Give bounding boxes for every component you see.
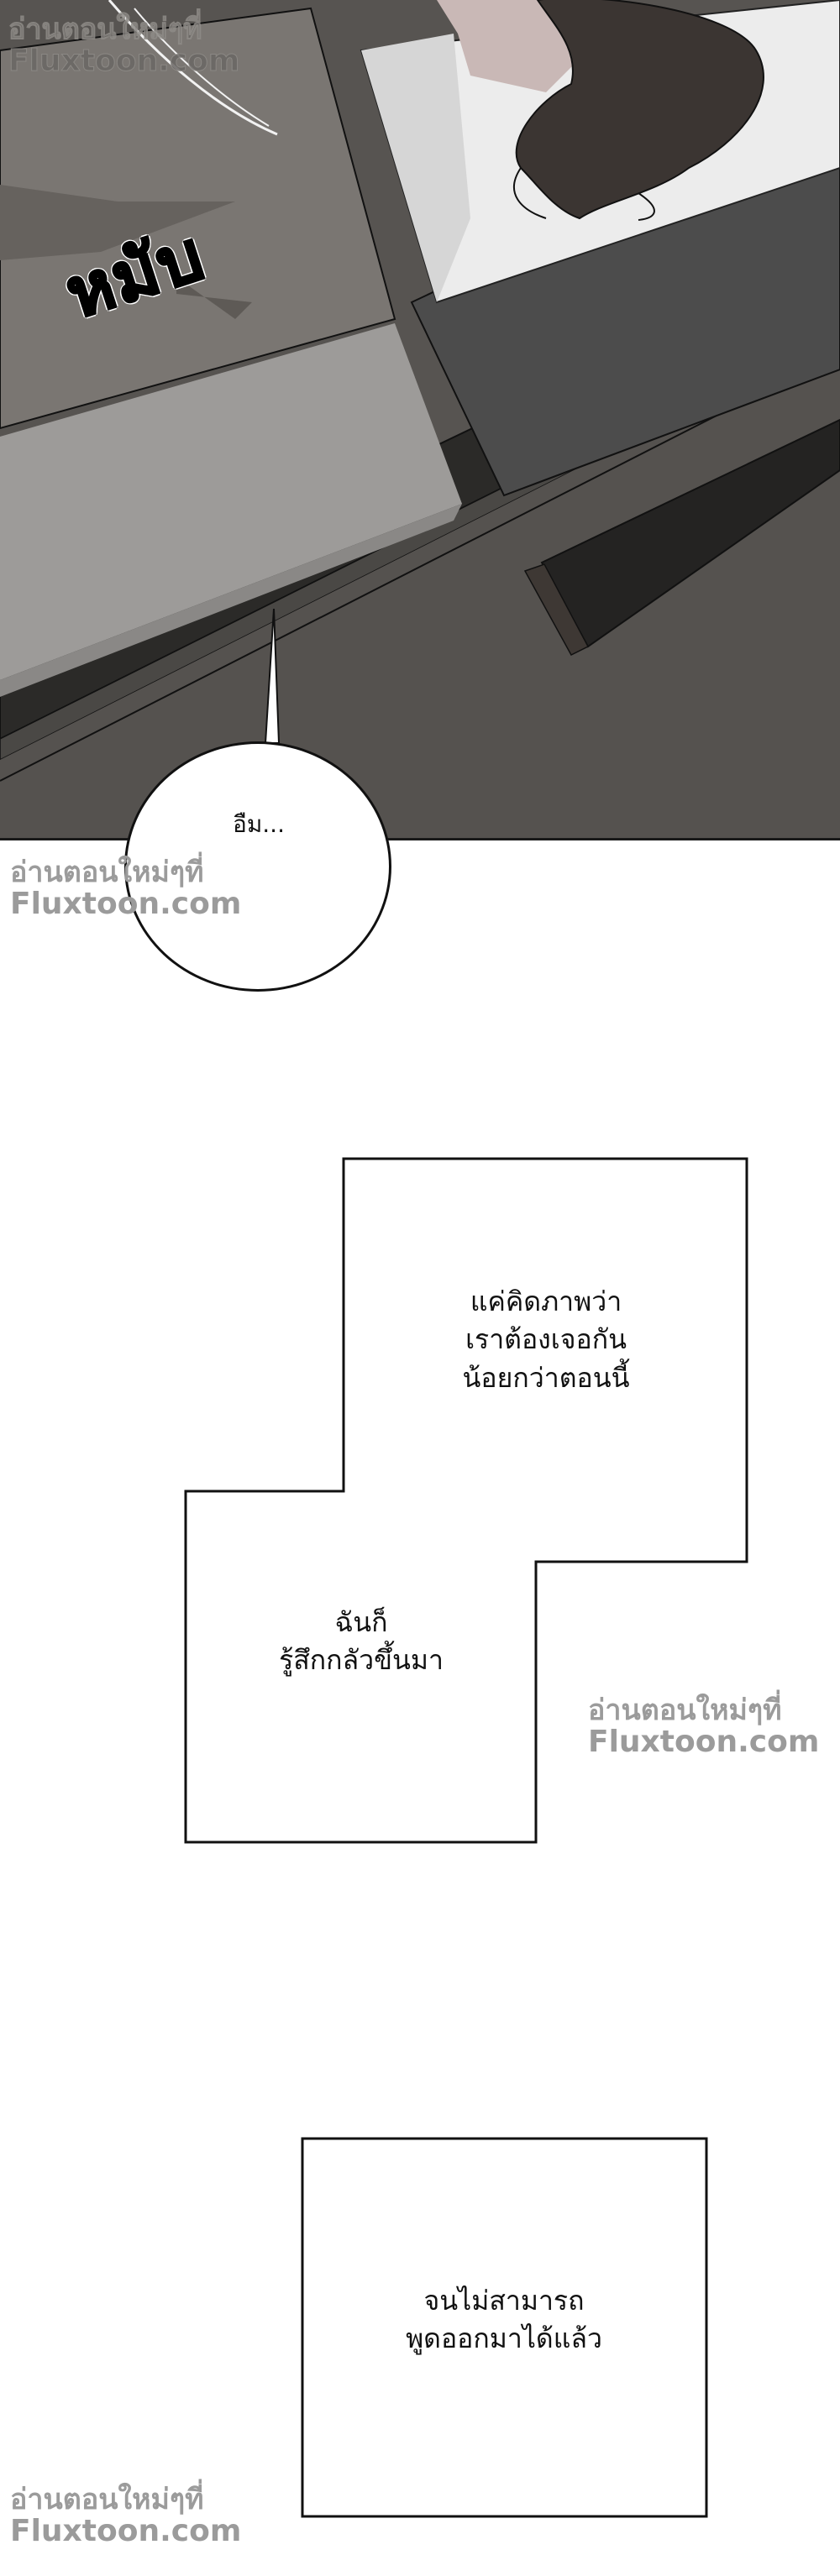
watermark: อ่านตอนใหม่ๆที่ Fluxtoon.com <box>10 856 242 921</box>
watermark-thai-text: อ่านตอนใหม่ๆที่ <box>588 1694 782 1727</box>
watermark: อ่านตอนใหม่ๆที่ Fluxtoon.com <box>8 13 240 78</box>
watermark: อ่านตอนใหม่ๆที่ Fluxtoon.com <box>10 2483 242 2548</box>
speech-bubble: อืม... <box>124 741 391 992</box>
caption-line: เราต้องเจอกัน <box>465 1323 627 1356</box>
watermark-thai-text: อ่านตอนใหม่ๆที่ <box>10 2483 204 2516</box>
watermark-site-text: Fluxtoon.com <box>10 886 242 921</box>
watermark-thai-text: อ่านตอนใหม่ๆที่ <box>10 856 204 889</box>
caption-line: ฉันก็ <box>334 1606 388 1638</box>
caption-box-1: แค่คิดภาพว่า เราต้องเจอกัน น้อยกว่าตอนนี… <box>403 1283 689 1397</box>
speech-bubble-text: อืม... <box>233 810 285 838</box>
caption-line: พูดออกมาได้แล้ว <box>406 2322 602 2355</box>
scene-illustration <box>0 0 840 838</box>
watermark-site-text: Fluxtoon.com <box>8 43 240 78</box>
watermark-thai-text: อ่านตอนใหม่ๆที่ <box>8 13 202 46</box>
comic-panel-sleeping-scene: หมับ อ่านตอนใหม่ๆที่ Fluxtoon.com <box>0 0 840 840</box>
caption-box-2: ฉันก็ รู้สึกกลัวขึ้นมา <box>210 1604 512 1680</box>
caption-line: จนไม่สามารถ <box>423 2285 585 2317</box>
caption-box-3: จนไม่สามารถ พูดออกมาได้แล้ว <box>336 2282 672 2359</box>
caption-line: น้อยกว่าตอนนี้ <box>462 1361 630 1394</box>
caption-line: รู้สึกกลัวขึ้นมา <box>279 1644 444 1677</box>
watermark-site-text: Fluxtoon.com <box>10 2513 242 2548</box>
caption-line: แค่คิดภาพว่า <box>470 1285 622 1317</box>
watermark-site-text: Fluxtoon.com <box>588 1724 820 1759</box>
watermark: อ่านตอนใหม่ๆที่ Fluxtoon.com <box>588 1694 820 1759</box>
